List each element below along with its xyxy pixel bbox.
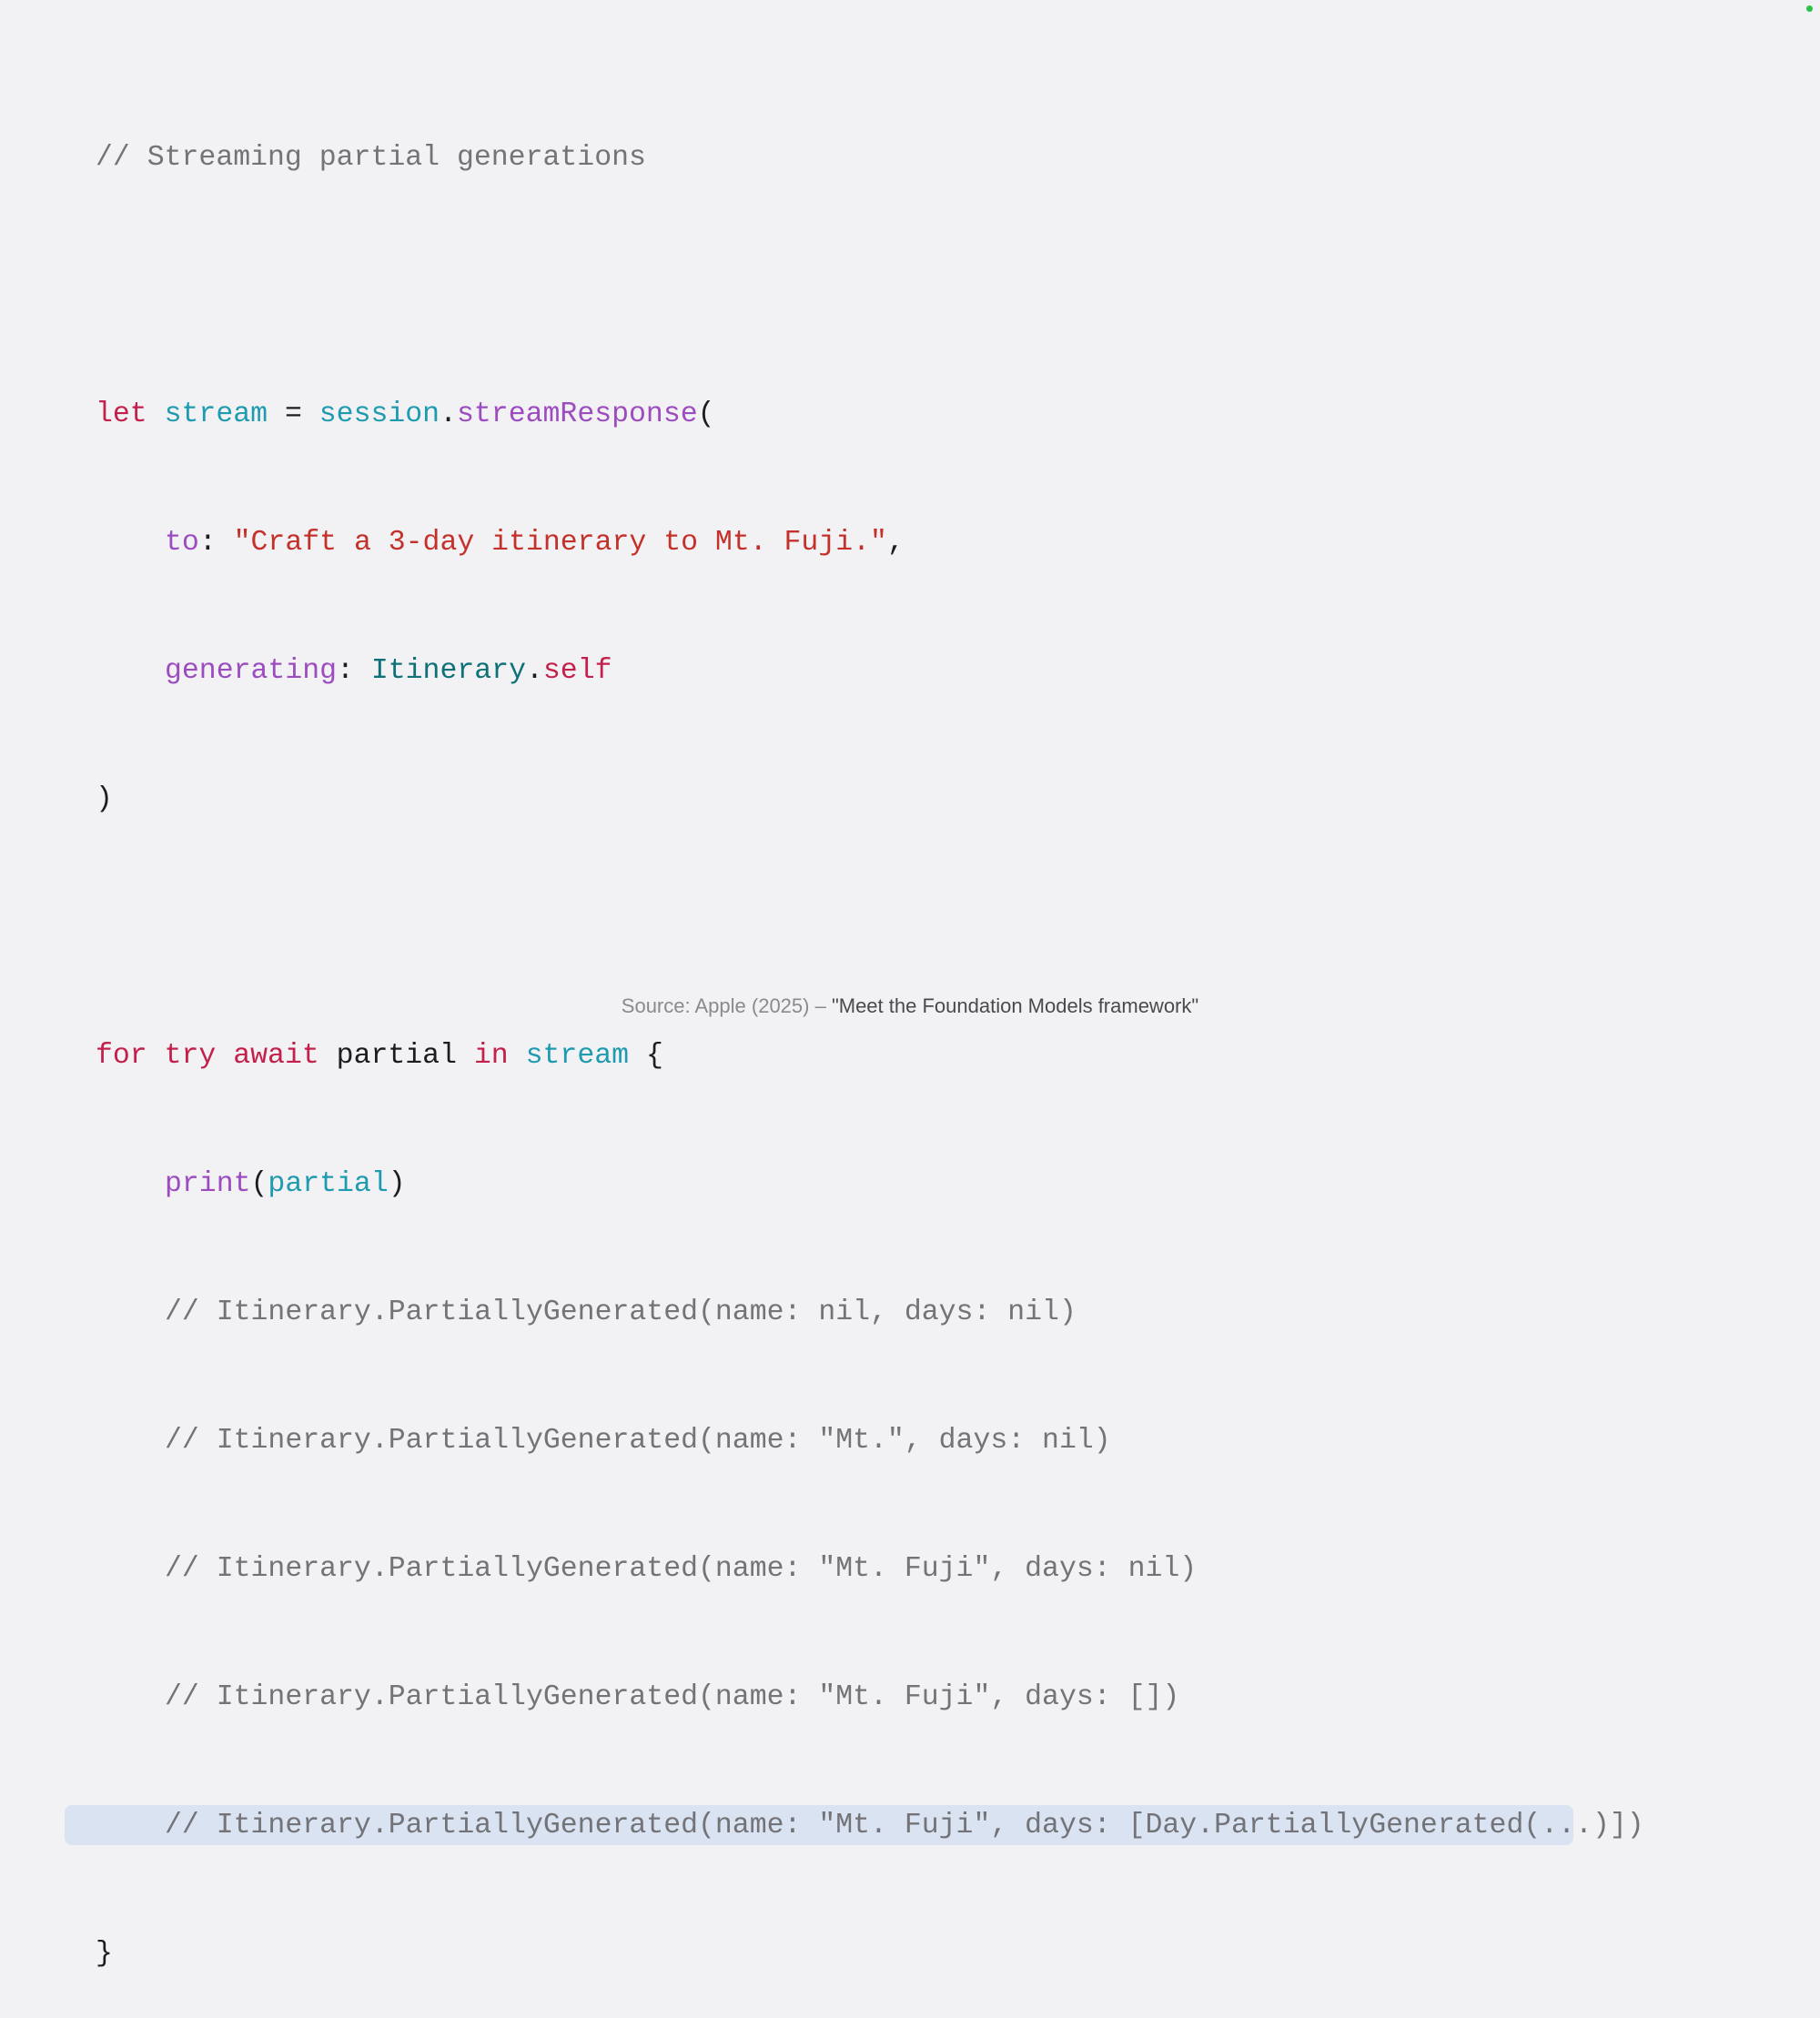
comma: , — [886, 527, 905, 559]
paren-open: ( — [697, 399, 715, 430]
source-title: "Meet the Foundation Models framework" — [831, 994, 1199, 1017]
dot: . — [440, 399, 457, 430]
comment: // Streaming partial generations — [96, 142, 646, 174]
keyword-let: let — [96, 399, 147, 430]
obj-session: session — [318, 399, 440, 430]
brace-open: { — [645, 1040, 663, 1072]
comment-line: // Itinerary.PartiallyGenerated(name: "M… — [96, 1548, 1644, 1590]
code-line-end: } — [96, 1932, 1644, 1975]
code-line-blank — [96, 906, 1644, 949]
keyword-await: await — [233, 1040, 319, 1072]
colon: : — [198, 527, 234, 559]
var-partial: partial — [336, 1040, 457, 1072]
code-block: // Streaming partial generations let str… — [65, 51, 1644, 2018]
keyword-try: try — [164, 1040, 217, 1072]
code-line-generating: generating: Itinerary.self — [96, 650, 1644, 692]
source-caption: Source: Apple (2025) – "Meet the Foundat… — [0, 994, 1820, 1018]
status-indicator-dot — [1806, 5, 1813, 12]
code-line-print: print(partial) — [96, 1163, 1644, 1206]
keyword-in: in — [473, 1040, 509, 1072]
operator-eq: = — [268, 399, 319, 430]
code-line-blank — [96, 265, 1644, 308]
paren-open: ( — [250, 1168, 268, 1200]
keyword-for: for — [96, 1040, 147, 1072]
comment-line: // Itinerary.PartiallyGenerated(name: ni… — [96, 1291, 1644, 1334]
output-comment: // Itinerary.PartiallyGenerated(name: "M… — [165, 1681, 1180, 1713]
code-line-close: ) — [96, 778, 1644, 821]
label-generating: generating — [165, 655, 338, 687]
brace-close: } — [96, 1938, 113, 1970]
code-line-comment-header: // Streaming partial generations — [96, 136, 1644, 179]
output-comment: // Itinerary.PartiallyGenerated(name: "M… — [165, 1425, 1111, 1457]
code-line-to: to: "Craft a 3-day itinerary to Mt. Fuji… — [96, 521, 1644, 564]
fn-print: print — [165, 1168, 251, 1200]
var-stream: stream — [164, 399, 268, 430]
output-comment: // Itinerary.PartiallyGenerated(name: ni… — [165, 1297, 1077, 1328]
paren-close: ) — [388, 1168, 406, 1200]
comment-line: // Itinerary.PartiallyGenerated(name: "M… — [96, 1676, 1644, 1719]
type-itinerary: Itinerary — [370, 655, 526, 687]
paren-close: ) — [96, 783, 113, 815]
prompt-string: "Craft a 3-day itinerary to Mt. Fuji." — [233, 527, 887, 559]
colon: : — [337, 655, 371, 687]
output-comment: // Itinerary.PartiallyGenerated(name: "M… — [165, 1553, 1198, 1585]
comment-line: // Itinerary.PartiallyGenerated(name: "M… — [96, 1419, 1644, 1462]
var-stream: stream — [525, 1040, 630, 1072]
keyword-self: self — [542, 655, 612, 687]
label-to: to — [165, 527, 199, 559]
source-prefix: Source: Apple (2025) – — [621, 994, 832, 1017]
dot: . — [525, 655, 543, 687]
comment-line-highlighted: // Itinerary.PartiallyGenerated(name: "M… — [65, 1804, 1644, 1847]
output-comment: // Itinerary.PartiallyGenerated(name: "M… — [165, 1810, 1644, 1841]
method-streamResponse: streamResponse — [457, 399, 698, 430]
code-line-let: let stream = session.streamResponse( — [96, 393, 1644, 436]
arg-partial: partial — [268, 1168, 389, 1200]
code-line-for: for try await partial in stream { — [96, 1034, 1644, 1077]
